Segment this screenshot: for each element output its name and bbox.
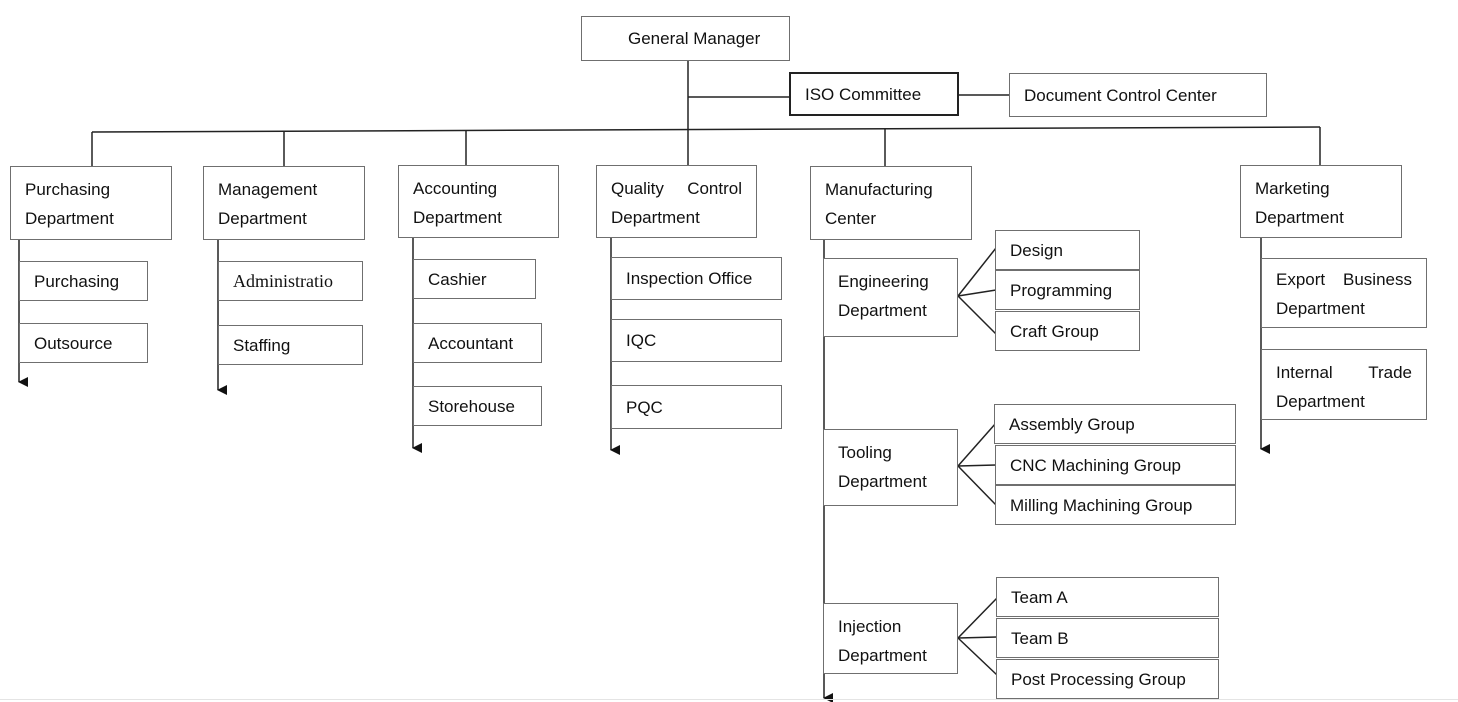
assembly-group-box: Assembly Group — [994, 404, 1236, 444]
cnc-machining-group-label: CNC Machining Group — [1010, 455, 1182, 475]
iso-committee-label: ISO Committee — [805, 84, 922, 104]
purchasing-dept-line2: Department — [25, 209, 114, 228]
engineering-line2: Department — [838, 301, 927, 320]
design-box: Design — [995, 230, 1140, 270]
iso-committee-box: ISO Committee — [789, 72, 959, 116]
general-manager-label: General Manager — [628, 29, 761, 48]
pqc-box: PQC — [611, 385, 782, 429]
pqc-label: PQC — [626, 397, 663, 417]
purchasing-sub-box: Purchasing — [19, 261, 148, 301]
craft-group-box: Craft Group — [995, 311, 1140, 351]
inspection-office-label: Inspection Office — [626, 269, 753, 288]
manufacturing-line2: Center — [825, 209, 877, 228]
marketing-department-box: Marketing Department — [1240, 165, 1402, 238]
iqc-box: IQC — [611, 319, 782, 362]
management-dept-line1: Management — [218, 180, 318, 199]
team-a-label: Team A — [1011, 587, 1068, 607]
purchasing-dept-line1: Purchasing — [25, 180, 111, 199]
bottom-divider — [0, 699, 1458, 700]
assembly-group-label: Assembly Group — [1009, 414, 1135, 434]
administration-label: Administratio — [233, 270, 333, 291]
administration-box: Administratio — [218, 261, 363, 301]
inspection-office-box: Inspection Office — [611, 257, 782, 300]
milling-machining-group-box: Milling Machining Group — [995, 485, 1236, 525]
programming-label: Programming — [1010, 280, 1113, 300]
post-processing-group-box: Post Processing Group — [996, 659, 1219, 699]
programming-box: Programming — [995, 270, 1140, 310]
purchasing-sub-label: Purchasing — [34, 271, 120, 291]
trade-word: Trade — [1368, 363, 1412, 382]
accountant-box: Accountant — [413, 323, 542, 363]
injection-line2: Department — [838, 646, 927, 665]
storehouse-label: Storehouse — [428, 396, 515, 416]
post-processing-group-label: Post Processing Group — [1011, 669, 1186, 689]
injection-department-box: Injection Department — [823, 603, 958, 674]
internal-word: Internal — [1276, 363, 1333, 382]
accounting-department-box: Accounting Department — [398, 165, 559, 238]
tooling-line2: Department — [838, 472, 927, 491]
tooling-line1: Tooling — [838, 443, 892, 462]
cashier-label: Cashier — [428, 269, 487, 289]
manufacturing-line1: Manufacturing — [825, 180, 933, 199]
marketing-line1: Marketing — [1255, 179, 1330, 198]
staffing-label: Staffing — [233, 335, 291, 355]
internal-trade-department-box: Internal Trade Department — [1261, 349, 1427, 420]
accounting-dept-line1: Accounting — [413, 179, 498, 198]
team-b-box: Team B — [996, 618, 1219, 658]
export-business-line2: Department — [1276, 299, 1365, 318]
team-b-label: Team B — [1011, 628, 1069, 648]
export-word: Export — [1276, 270, 1326, 289]
management-dept-line2: Department — [218, 209, 307, 228]
cashier-box: Cashier — [413, 259, 536, 299]
internal-trade-line1: Internal Trade — [1276, 358, 1412, 387]
staffing-box: Staffing — [218, 325, 363, 365]
manufacturing-center-box: Manufacturing Center — [810, 166, 972, 240]
accountant-label: Accountant — [428, 333, 514, 353]
document-control-center-box: Document Control Center — [1009, 73, 1267, 117]
outsource-label: Outsource — [34, 333, 113, 353]
injection-line1: Injection — [838, 617, 902, 636]
internal-trade-line2: Department — [1276, 392, 1365, 411]
cnc-machining-group-box: CNC Machining Group — [995, 445, 1236, 485]
general-manager-box: General Manager — [581, 16, 790, 61]
design-label: Design — [1010, 240, 1063, 260]
tooling-department-box: Tooling Department — [823, 429, 958, 506]
purchasing-department-box: Purchasing Department — [10, 166, 172, 240]
marketing-line2: Department — [1255, 208, 1344, 227]
quality-control-line1: Quality Control — [611, 174, 742, 203]
quality-control-line2: Department — [611, 208, 700, 227]
engineering-line1: Engineering — [838, 272, 929, 291]
quality-word: Quality — [611, 179, 664, 198]
business-word: Business — [1343, 270, 1412, 289]
quality-control-department-box: Quality Control Department — [596, 165, 757, 238]
craft-group-label: Craft Group — [1010, 321, 1099, 341]
team-a-box: Team A — [996, 577, 1219, 617]
control-word: Control — [687, 179, 742, 198]
storehouse-box: Storehouse — [413, 386, 542, 426]
management-department-box: Management Department — [203, 166, 365, 240]
iqc-label: IQC — [626, 331, 657, 350]
milling-machining-group-label: Milling Machining Group — [1010, 495, 1193, 515]
outsource-box: Outsource — [19, 323, 148, 363]
accounting-dept-line2: Department — [413, 208, 502, 227]
export-business-line1: Export Business — [1276, 265, 1412, 294]
engineering-department-box: Engineering Department — [823, 258, 958, 337]
document-control-center-label: Document Control Center — [1024, 85, 1217, 105]
export-business-department-box: Export Business Department — [1261, 258, 1427, 328]
